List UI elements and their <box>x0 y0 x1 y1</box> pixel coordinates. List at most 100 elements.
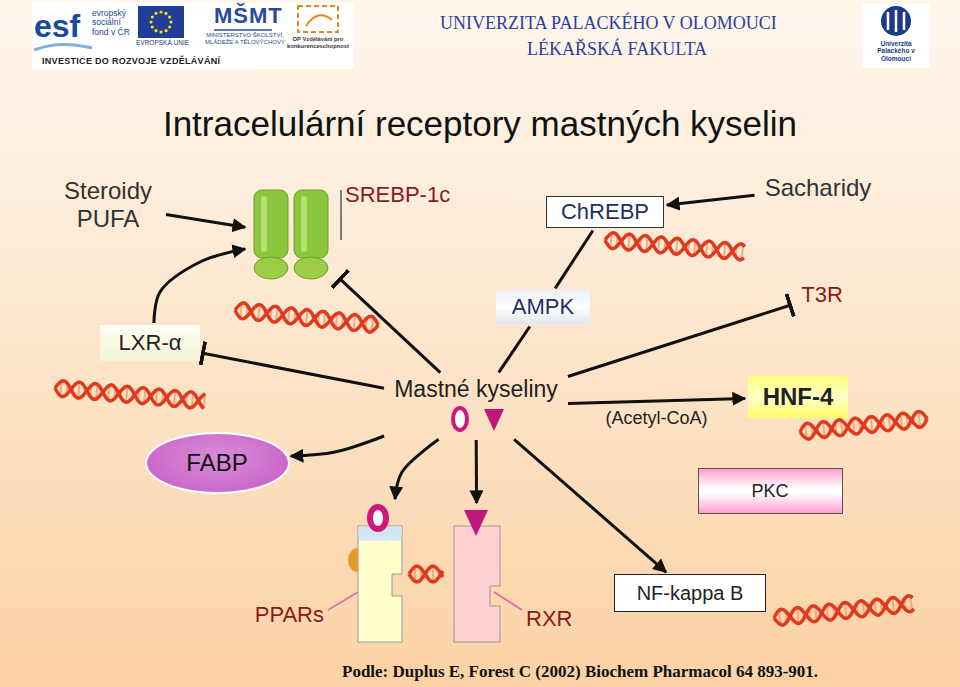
bracket-line <box>340 190 342 240</box>
op-logo <box>298 6 338 32</box>
eu-star <box>169 20 172 23</box>
connector <box>499 326 530 372</box>
connector <box>555 231 593 289</box>
node-text: LXR-α <box>119 330 182 355</box>
eu-star <box>151 15 154 18</box>
eu-star <box>159 30 162 33</box>
node-text: AMPK <box>512 294 574 319</box>
eu-star <box>154 29 157 32</box>
connector <box>154 249 245 323</box>
factor-box: NF-kappa B <box>614 574 766 612</box>
connector <box>395 439 439 499</box>
ligand-triangle <box>484 409 504 431</box>
edge-label: (Acetyl-CoA) <box>603 408 711 429</box>
helix-rung <box>174 390 175 406</box>
eu-star <box>149 20 152 23</box>
helix-rung <box>78 382 79 398</box>
receptor-box: HNF-4 <box>748 376 848 418</box>
logo-text: evropský sociální fond v ČR <box>92 9 138 37</box>
helix-strand <box>604 232 745 260</box>
node-text: Sacharidy <box>765 174 872 202</box>
dna-helix <box>54 380 205 409</box>
nuclear-receptor: RXR <box>448 506 506 644</box>
helix-strand <box>54 380 205 409</box>
ligand-symbols <box>436 402 516 436</box>
connector <box>475 440 478 503</box>
helix-strand <box>773 595 914 626</box>
connector <box>568 398 745 403</box>
helix-strand <box>409 566 443 582</box>
node-text: SREBP-1c <box>345 182 450 207</box>
dna-helix <box>409 566 443 582</box>
ppar-receptor-shape <box>346 502 406 644</box>
helix-rung <box>126 386 127 402</box>
connector <box>667 195 755 205</box>
connector <box>166 214 245 227</box>
msmt-rule <box>214 29 272 31</box>
up-emblem-mark <box>888 10 904 32</box>
srebp-protein <box>248 186 338 284</box>
connector <box>568 305 790 376</box>
node-text: FABP <box>186 449 247 477</box>
connector <box>514 439 666 572</box>
dna-helix <box>773 595 914 626</box>
protein-complex: SREBP-1c <box>248 186 338 284</box>
helix-strand <box>604 232 745 260</box>
kinase-box: AMPK <box>496 290 590 324</box>
node-text: NF-kappa B <box>637 582 744 605</box>
citation: Podle: Duplus E, Forest C (2002) Biochem… <box>342 662 818 682</box>
text-node: Sacharidy <box>757 172 880 204</box>
helix-rung <box>724 242 725 258</box>
helix-strand <box>409 566 443 582</box>
logo-panel <box>32 3 354 69</box>
helix-rung <box>845 603 847 619</box>
eu-star <box>168 25 171 28</box>
node-text: ChREBP <box>561 199 649 224</box>
dna-helix <box>604 232 745 260</box>
logo-text: INVESTICE DO ROZVOJE VZDĚLÁVÁNÍ <box>42 57 220 66</box>
helix-rung <box>628 234 629 250</box>
text-node: Steroidy PUFA <box>52 176 164 235</box>
helix-rung <box>432 566 434 582</box>
eu-star <box>154 12 157 15</box>
ligand-group: Mastné kyseliny <box>386 374 566 438</box>
op-logo-arc <box>306 15 332 26</box>
helix-strand <box>234 302 379 333</box>
node-text: T3R <box>801 282 843 307</box>
node-text: RXR <box>526 606 572 631</box>
up-logo-panel <box>862 4 930 68</box>
slide-title: Intracelulární receptory mastných kyseli… <box>0 104 960 144</box>
node-text: PKC <box>751 481 788 502</box>
rxr-receptor-shape <box>448 506 506 644</box>
eu-flag <box>138 6 184 38</box>
node-text: Steroidy PUFA <box>60 177 156 232</box>
helix-rung <box>306 310 308 326</box>
node-text: HNF-4 <box>763 383 834 411</box>
ligand-ring <box>453 408 467 430</box>
helix-rung <box>919 412 921 428</box>
eu-star <box>164 12 167 15</box>
logo-text: Univerzita Palackého v Olomouci <box>864 40 928 62</box>
eu-star <box>164 29 167 32</box>
eu-stars <box>149 10 172 33</box>
eu-star <box>159 10 162 13</box>
eu-star <box>168 15 171 18</box>
binding-protein: FABP <box>145 432 290 494</box>
connector <box>340 279 440 373</box>
helix-rung <box>797 608 799 624</box>
receptor-label: T3R <box>793 281 851 310</box>
factor-box: ChREBP <box>546 196 664 228</box>
logo-text: OP Vzdělávání pro konkurenceschopnost <box>284 36 352 50</box>
logo-text: MŠMT <box>214 5 283 27</box>
dna-helix <box>234 302 379 333</box>
logo-text: EVROPSKÁ UNIE <box>136 40 189 47</box>
node-text: PPARs <box>224 602 324 627</box>
kinase-box: PKC <box>698 468 843 514</box>
esf-swoosh <box>34 44 92 50</box>
helix-strand <box>234 302 379 333</box>
connector <box>291 436 384 456</box>
logo-text: esf <box>34 10 80 42</box>
helix-rung <box>258 305 260 321</box>
helix-rung <box>893 598 895 614</box>
